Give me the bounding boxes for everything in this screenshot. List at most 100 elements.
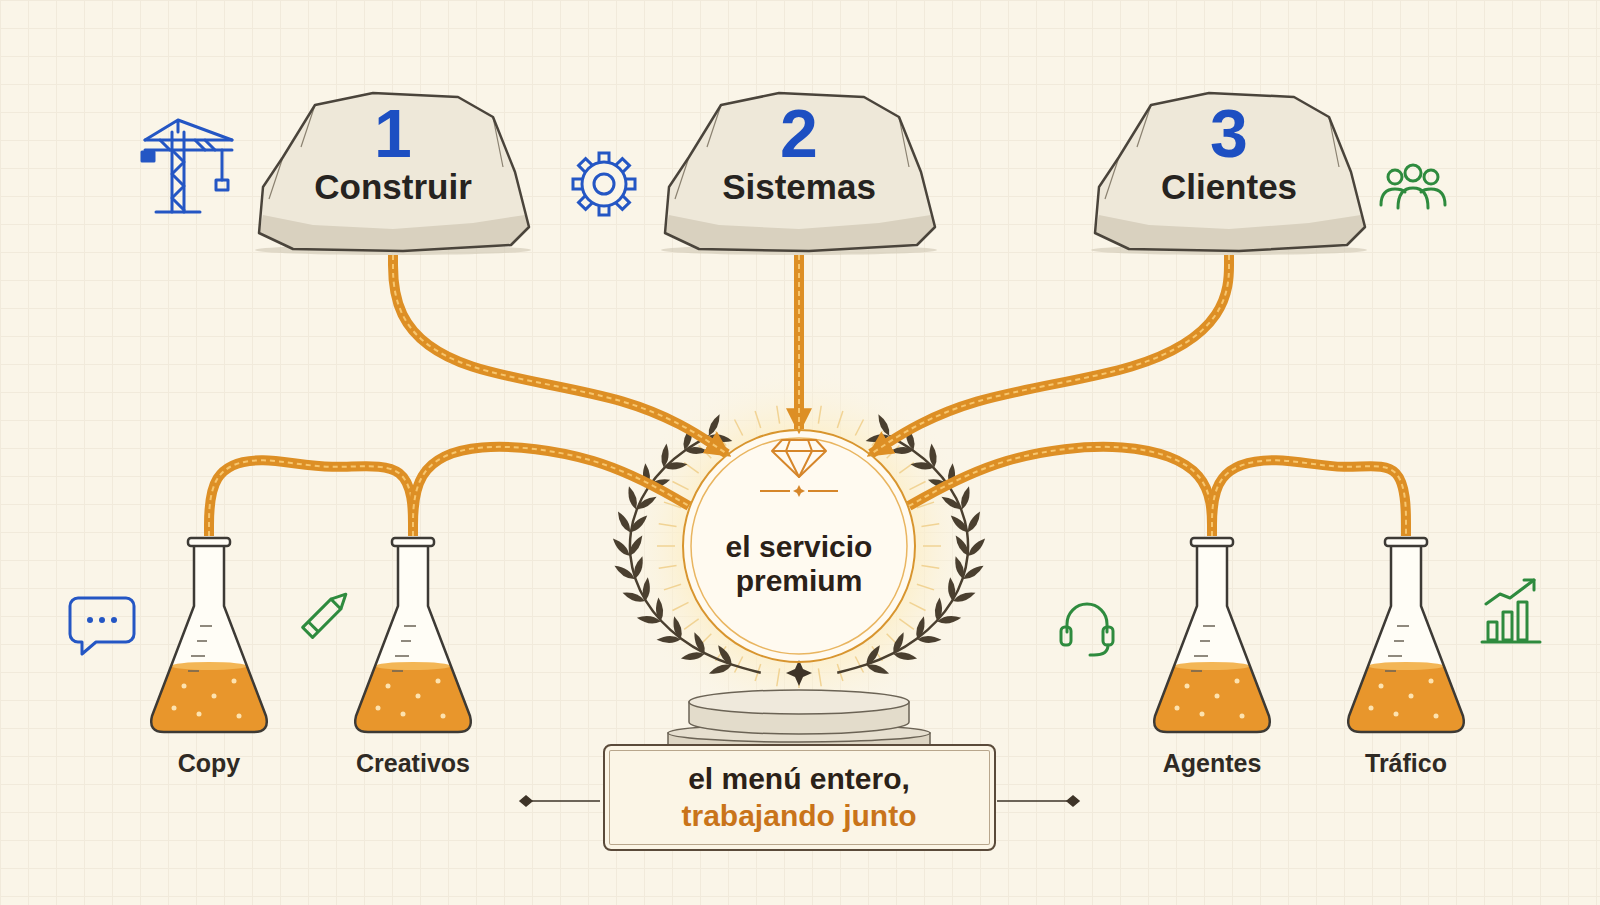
tube [413,447,689,536]
flask-node: Copy [134,536,284,778]
people-icon [1421,189,1445,205]
rock-body [665,93,935,251]
growth-chart-icon [1524,580,1534,590]
bubble [172,706,177,711]
step-number: 1 [374,99,412,167]
tube-connector [1212,460,1406,536]
chat-icon [70,598,134,654]
gear-icon [573,153,635,215]
gear-icon [594,174,614,194]
sun-ray [664,584,681,590]
tube-connector [871,255,1229,454]
flask-node: Agentes [1137,536,1287,778]
laurel-leaf [655,597,664,622]
rock-border [259,93,529,251]
tagline-highlight: trabajando junto [655,797,944,835]
flask-border [151,544,267,732]
tube-connector [209,460,413,536]
flask-rim [1385,538,1427,546]
sun-ray [923,545,941,547]
sun-ray [855,419,863,435]
sun-ray [777,406,780,424]
sun-ray [672,482,688,490]
bubble [1215,694,1220,699]
laurel-leaf [627,534,646,558]
diamond-icon [760,440,838,497]
laurel-leaf [917,636,941,644]
flask-glass [1348,544,1464,732]
diamond-icon [793,485,805,497]
headset-icon [1061,604,1113,655]
pencil-icon [303,589,351,637]
flask-label: Copy [178,748,241,778]
bubble [1409,694,1414,699]
flask-outline [144,536,274,736]
rock-node: 2Sistemas [659,87,939,255]
step-label: Construir [314,167,472,207]
laurel-leaf [613,563,637,582]
tube-highlight [413,447,689,536]
liquid-surface [375,662,451,670]
laurel-leaf [940,494,964,512]
crane-icon [145,140,232,150]
laurel-leaf [959,485,973,510]
flask-outline [348,536,478,736]
bubble [1235,679,1240,684]
crane-icon [216,180,228,190]
flask-border [355,544,471,732]
laurel-leaf [864,643,883,667]
bubble [1429,679,1434,684]
tube-connector [413,447,689,536]
laurel-leaf [962,563,986,582]
bubble [232,679,237,684]
growth-chart-icon [1518,602,1527,640]
chat-icon [87,617,93,623]
gear-icon [582,162,626,206]
rock-border [665,93,935,251]
bubble [1394,712,1399,717]
sun-ray [921,565,939,568]
bubble [1240,714,1245,719]
flask-rim [392,538,434,546]
rock-node: 3Clientes [1089,87,1369,255]
tube [909,447,1212,536]
flask-glass [355,544,471,732]
laurel-leaf [615,510,633,534]
laurel-leaf [626,485,640,510]
tube [393,255,727,454]
chat-icon [99,617,105,623]
sun-rays [657,404,941,688]
laurel-leaf [966,536,988,558]
laurel-leaf [660,443,670,468]
inner-ring [691,438,907,654]
pedestal [689,690,909,714]
graduation-marks [1191,626,1215,671]
growth-chart-icon [1488,622,1497,640]
laurel-leaf [657,636,681,644]
sun-ray [818,668,821,686]
tube-highlight [209,460,413,536]
sun-ray [659,524,677,527]
bubble [182,684,187,689]
bubble [436,679,441,684]
premium-circle: el servicio premium [682,429,916,663]
flask-glass [151,544,267,732]
chat-icon [111,617,117,623]
flask-glass [1154,544,1270,732]
graduation-marks [1385,626,1409,671]
tube [794,255,804,429]
crane-icon [221,150,224,180]
people-icon [1381,165,1445,208]
sun-ray [917,584,934,590]
flask-rim [188,538,230,546]
rock-border [1095,93,1365,251]
sun-ray [735,656,743,672]
graduation-marks [188,626,212,671]
flask-border [1348,544,1464,732]
laurel-leaf [965,510,983,534]
laurel-leaf [952,589,977,604]
liquid-surface [171,662,247,670]
tube-highlight [1212,460,1406,536]
